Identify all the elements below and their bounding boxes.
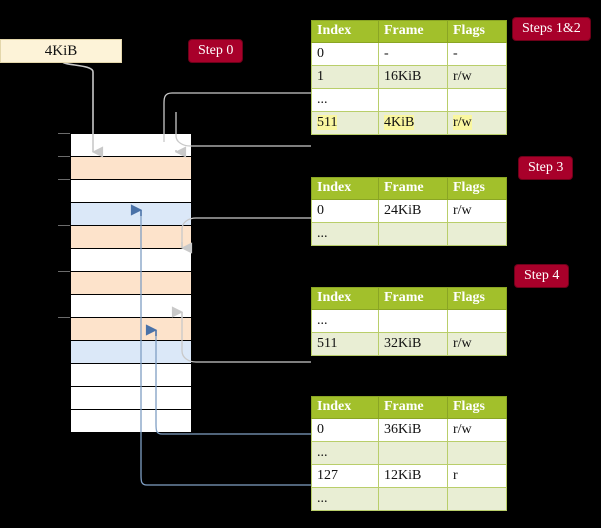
table-row[interactable]: ...: [311, 88, 507, 112]
table-row[interactable]: ...: [311, 487, 507, 511]
badge-steps-1-2: Steps 1&2: [513, 18, 590, 40]
cell-flags: r/w: [447, 65, 507, 89]
badge-step-0: Step 0: [189, 40, 243, 62]
cell-flags: -: [447, 42, 507, 66]
cell-flags: r/w: [447, 418, 507, 442]
column-header-flags: Flags: [447, 20, 507, 43]
cell-frame: -: [378, 42, 448, 66]
memory-scale-tick: [58, 225, 70, 226]
cell-index: 1: [311, 65, 379, 89]
cell-frame: 32KiB: [378, 332, 448, 356]
cell-frame: 4KiB: [378, 111, 448, 135]
column-header-index: Index: [311, 20, 379, 43]
cell-frame: 36KiB: [378, 418, 448, 442]
physical-memory-column: [70, 133, 191, 433]
column-header-flags: Flags: [447, 287, 507, 310]
memory-frame-row: [71, 341, 191, 364]
cell-flags: [447, 487, 507, 511]
wire-step3: [180, 217, 311, 254]
memory-frame-row: [71, 249, 191, 272]
cell-index: 511: [311, 332, 379, 356]
column-header-frame: Frame: [378, 20, 448, 43]
memory-scale-tick: [58, 317, 70, 318]
table-row[interactable]: 0--: [311, 42, 507, 66]
cell-flags: r/w: [447, 199, 507, 223]
cell-flags: r/w: [447, 332, 507, 356]
table-row[interactable]: ...: [311, 309, 507, 333]
column-header-frame: Frame: [378, 396, 448, 419]
memory-frame-row: [71, 203, 191, 226]
cell-frame: 12KiB: [378, 464, 448, 488]
cell-index: 511: [311, 111, 379, 135]
cell-index: 127: [311, 464, 379, 488]
cell-flags: [447, 88, 507, 112]
memory-frame-row: [71, 272, 191, 295]
cell-flags: [447, 309, 507, 333]
column-header-frame: Frame: [378, 287, 448, 310]
table-row[interactable]: 511 4KiB r/w: [311, 111, 507, 135]
badge-step-3: Step 3: [519, 157, 573, 179]
cell-index: ...: [311, 88, 379, 112]
column-header-index: Index: [311, 287, 379, 310]
memory-scale-tick: [58, 179, 70, 180]
cell-frame: [378, 309, 448, 333]
cell-frame: [378, 88, 448, 112]
memory-frame-row: [71, 318, 191, 341]
cell-flags: r: [447, 464, 507, 488]
cell-flags: r/w: [447, 111, 507, 135]
cell-index: 0: [311, 418, 379, 442]
highlight-mark: 511: [317, 114, 338, 130]
memory-frame-row: [71, 134, 191, 157]
column-header-index: Index: [311, 177, 379, 200]
cell-index: ...: [311, 309, 379, 333]
cell-frame: 24KiB: [378, 199, 448, 223]
memory-frame-row: [71, 157, 191, 180]
memory-frame-row: [71, 410, 191, 433]
memory-frame-row: [71, 387, 191, 410]
memory-frame-row: [71, 295, 191, 318]
memory-scale-tick: [58, 156, 70, 157]
cell-flags: [447, 222, 507, 246]
cell-frame: [378, 487, 448, 511]
cell-index: 0: [311, 42, 379, 66]
memory-scale-tick: [58, 133, 70, 134]
column-header-frame: Frame: [378, 177, 448, 200]
cell-index: 0: [311, 199, 379, 223]
cell-frame: [378, 222, 448, 246]
page-box-label: 4KiB: [44, 43, 78, 59]
memory-frame-row: [71, 180, 191, 203]
cell-index: ...: [311, 222, 379, 246]
page-box-4kib: 4KiB: [0, 39, 122, 63]
badge-step-4: Step 4: [515, 265, 569, 287]
table-row[interactable]: ...: [311, 441, 507, 465]
table-row[interactable]: ...: [311, 222, 507, 246]
memory-frame-row: [71, 226, 191, 249]
cell-index: ...: [311, 441, 379, 465]
cell-frame: [378, 441, 448, 465]
highlight-mark: r/w: [453, 114, 472, 130]
cell-frame: 16KiB: [378, 65, 448, 89]
column-header-flags: Flags: [447, 177, 507, 200]
column-header-flags: Flags: [447, 396, 507, 419]
cell-index: ...: [311, 487, 379, 511]
memory-frame-row: [71, 364, 191, 387]
cell-flags: [447, 441, 507, 465]
highlight-mark: 4KiB: [384, 114, 415, 130]
wire-step4: [171, 306, 311, 363]
column-header-index: Index: [311, 396, 379, 419]
memory-scale-tick: [58, 271, 70, 272]
